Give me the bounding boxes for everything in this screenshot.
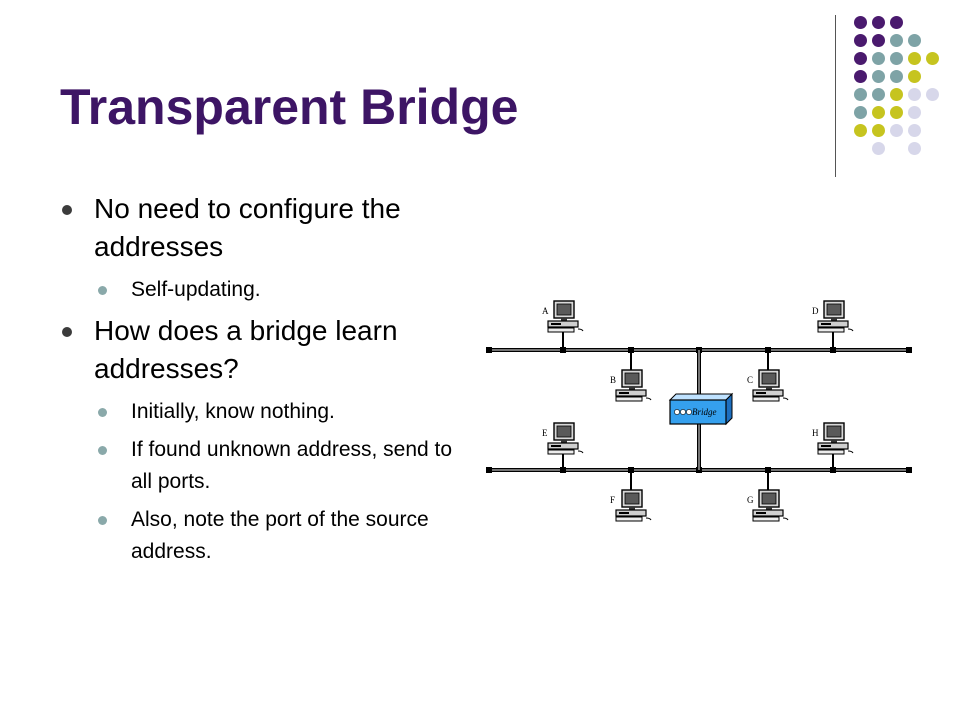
slide-title: Transparent Bridge — [60, 79, 519, 135]
deco-dot — [854, 124, 867, 137]
decorative-divider-line — [835, 15, 836, 177]
sub-bullet-item: Also, note the port of the source addres… — [60, 504, 460, 568]
deco-dot — [908, 106, 921, 119]
station-label-h: H — [812, 428, 819, 438]
sub-bullet-item: If found unknown address, send to all po… — [60, 434, 460, 498]
deco-dot — [854, 34, 867, 47]
computer-icon — [752, 489, 789, 522]
deco-dot — [872, 16, 885, 29]
deco-dot — [908, 34, 921, 47]
bridge-network-diagram: Bridge A B C D E F G H — [486, 300, 912, 522]
station-label-a: A — [542, 306, 549, 316]
deco-dot — [908, 142, 921, 155]
deco-dot — [872, 106, 885, 119]
deco-dot — [854, 106, 867, 119]
deco-dot — [854, 88, 867, 101]
deco-dot — [908, 124, 921, 137]
computer-icon — [615, 369, 652, 402]
computer-icon — [615, 489, 652, 522]
deco-dot — [872, 88, 885, 101]
station-label-e: E — [542, 428, 548, 438]
station-label-d: D — [812, 306, 819, 316]
deco-dot — [872, 142, 885, 155]
station-label-f: F — [610, 495, 615, 505]
deco-dot — [908, 88, 921, 101]
deco-dot — [872, 52, 885, 65]
bridge-label: Bridge — [692, 407, 717, 417]
bullet-item: How does a bridge learn addresses? — [60, 312, 460, 388]
station-label-c: C — [747, 375, 753, 385]
sub-bullet-item: Self-updating. — [60, 274, 460, 306]
deco-dot — [872, 34, 885, 47]
deco-dot — [926, 52, 939, 65]
computer-icon — [547, 422, 584, 455]
deco-dot — [854, 16, 867, 29]
station-label-b: B — [610, 375, 616, 385]
deco-dot — [890, 34, 903, 47]
computer-icon — [817, 422, 854, 455]
deco-dot — [890, 88, 903, 101]
deco-dot — [872, 124, 885, 137]
deco-dot — [926, 88, 939, 101]
deco-dot — [890, 106, 903, 119]
bullet-list: No need to configure the addresses Self-… — [60, 190, 460, 574]
computer-icon — [817, 300, 854, 333]
deco-dot — [890, 124, 903, 137]
sub-bullet-item: Initially, know nothing. — [60, 396, 460, 428]
deco-dot — [908, 52, 921, 65]
bullet-item: No need to configure the addresses — [60, 190, 460, 266]
deco-dot — [854, 70, 867, 83]
computer-icon — [752, 369, 789, 402]
deco-dot — [908, 70, 921, 83]
computer-icon — [547, 300, 584, 333]
deco-dot — [854, 52, 867, 65]
deco-dot — [890, 52, 903, 65]
deco-dot — [890, 16, 903, 29]
bridge-device: Bridge — [668, 392, 734, 426]
deco-dot — [890, 70, 903, 83]
station-label-g: G — [747, 495, 754, 505]
deco-dot — [872, 70, 885, 83]
drop-cables — [562, 332, 834, 490]
